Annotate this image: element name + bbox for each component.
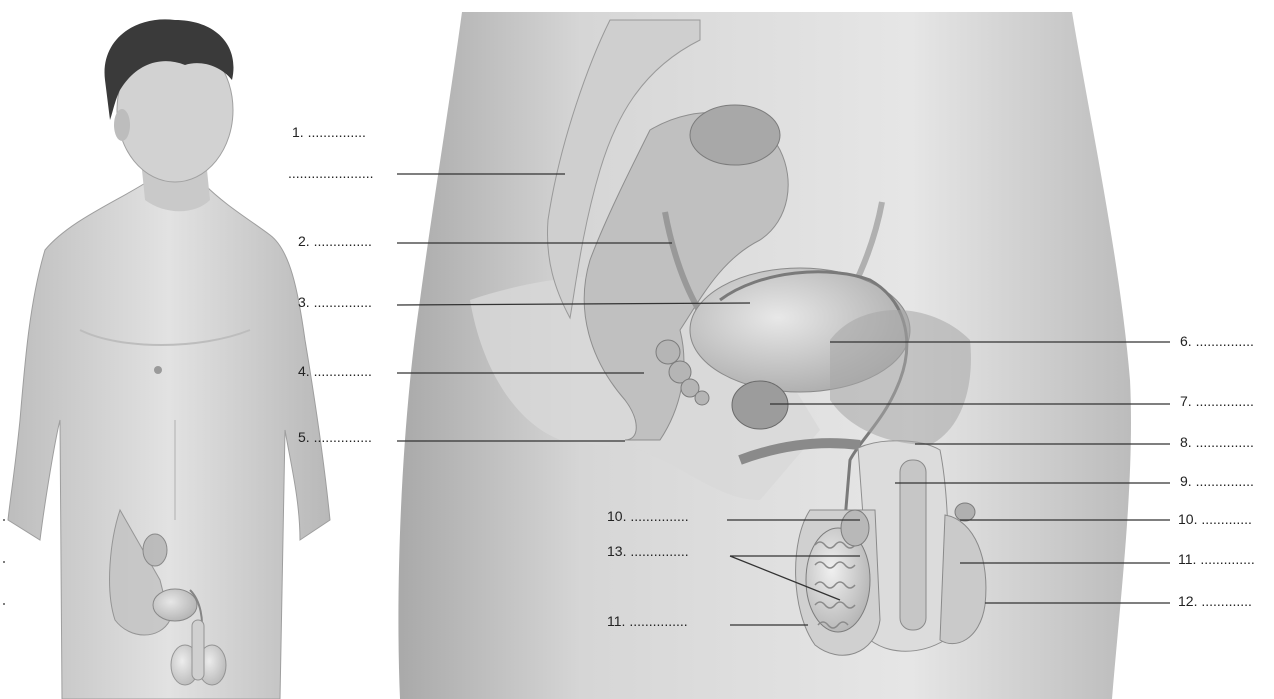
label-13: 13. ...............	[607, 543, 689, 559]
label-11-right: 11. ..............	[1178, 551, 1255, 567]
label-11-left: 11. ...............	[607, 613, 688, 629]
epididymis	[841, 510, 869, 546]
prostate	[732, 381, 788, 429]
label-12: 12. .............	[1178, 593, 1252, 609]
figure-nipple	[154, 366, 162, 374]
corpus-spongiosum	[900, 460, 926, 630]
label-9: 9. ...............	[1180, 473, 1254, 489]
label-10-right: 10. .............	[1178, 511, 1252, 527]
label-1: 1. ...............	[292, 124, 366, 140]
label-2: 2. ...............	[298, 233, 372, 249]
pelvic-cross-section	[398, 12, 1131, 699]
label-10-left: 10. ...............	[607, 508, 689, 524]
label-1-continued: ......................	[288, 165, 374, 181]
rectum-opening	[690, 105, 780, 165]
label-6: 6. ...............	[1180, 333, 1254, 349]
label-5: 5. ...............	[298, 429, 372, 445]
edge-marks	[3, 519, 5, 605]
standing-figure	[8, 19, 330, 699]
figure-ear	[114, 109, 130, 141]
label-8: 8. ...............	[1180, 434, 1254, 450]
label-7: 7. ...............	[1180, 393, 1254, 409]
epididymis-right	[955, 503, 975, 521]
label-4: 4. ...............	[298, 363, 372, 379]
label-3: 3. ...............	[298, 294, 372, 310]
